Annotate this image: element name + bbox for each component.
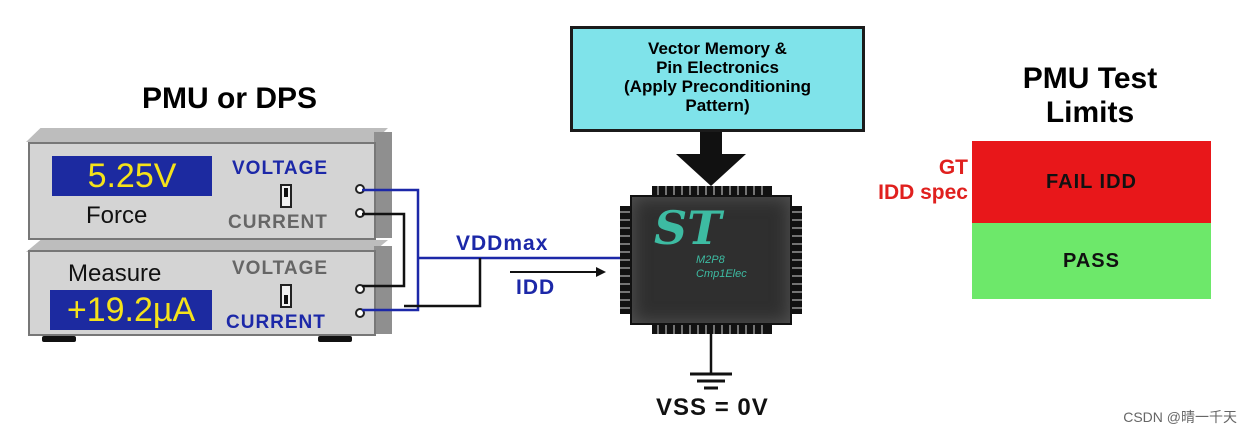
measure-voltage-label: VOLTAGE: [232, 258, 329, 279]
chip-pins-top: [652, 186, 772, 196]
measure-unit-foot-left: [42, 336, 76, 342]
chip-logo: ST: [654, 201, 722, 255]
vector-memory-box: Vector Memory & Pin Electronics (Apply P…: [570, 26, 865, 132]
measure-unit-side: [374, 246, 392, 334]
force-unit-side: [374, 132, 392, 238]
idd-label: IDD: [516, 276, 556, 299]
limits-title: PMU Test Limits: [980, 62, 1200, 130]
chip-marking-line-1: M2P8: [696, 254, 725, 266]
force-unit: 5.25V Force VOLTAGE CURRENT: [28, 142, 376, 240]
pass-label: PASS: [1063, 249, 1120, 272]
force-current-label: CURRENT: [228, 212, 328, 233]
force-label: Force: [86, 202, 148, 229]
measure-unit: Measure +19.2µA VOLTAGE CURRENT: [28, 250, 376, 336]
force-sense-wire-black: [362, 212, 406, 288]
apply-pattern-arrow: [676, 132, 746, 186]
measure-current-label: CURRENT: [226, 312, 326, 333]
force-voltage-label: VOLTAGE: [232, 158, 329, 179]
dut-chip: ST M2P8 Cmp1Elec: [630, 195, 792, 325]
pmu-title: PMU or DPS: [142, 82, 318, 115]
measure-label: Measure: [68, 260, 162, 287]
measure-unit-top: [26, 240, 388, 252]
limits-title-line-2: Limits: [1045, 96, 1135, 129]
limits-title-line-1: PMU Test: [1022, 62, 1158, 95]
vector-memory-line-3: (Apply Preconditioning: [624, 77, 811, 96]
ground-symbol: [690, 372, 732, 390]
measure-display: +19.2µA: [50, 290, 212, 330]
vector-memory-line-2: Pin Electronics: [656, 58, 779, 77]
watermark: CSDN @晴一千天: [1123, 409, 1237, 425]
idd-arrowhead: [596, 267, 606, 277]
force-sense-wire-blue: [362, 188, 420, 312]
return-wire: [404, 258, 482, 308]
chip-marking-line-2: Cmp1Elec: [696, 268, 747, 280]
measure-mode-switch[interactable]: [280, 284, 292, 308]
fail-idd-zone: FAIL IDD: [972, 141, 1211, 223]
force-mode-switch[interactable]: [280, 184, 292, 208]
measure-terminal-low: [355, 308, 365, 318]
fail-idd-label: FAIL IDD: [1046, 170, 1137, 193]
vdd-max-label: VDDmax: [456, 232, 549, 255]
force-display: 5.25V: [52, 156, 212, 196]
chip-marking: M2P8 Cmp1Elec: [696, 253, 747, 281]
idd-spec-label: IDD spec: [878, 181, 968, 204]
pass-zone: PASS: [972, 223, 1211, 299]
vss-label: VSS = 0V: [656, 394, 769, 421]
chip-pins-bottom: [652, 324, 772, 334]
vector-memory-line-1: Vector Memory &: [648, 39, 787, 58]
force-unit-top: [26, 128, 388, 142]
vector-memory-line-4: Pattern): [685, 96, 750, 115]
measure-terminal-high: [355, 284, 365, 294]
gt-label: GT: [938, 156, 968, 179]
measure-unit-foot-right: [318, 336, 352, 342]
chip-pin-gaps: [620, 186, 802, 334]
